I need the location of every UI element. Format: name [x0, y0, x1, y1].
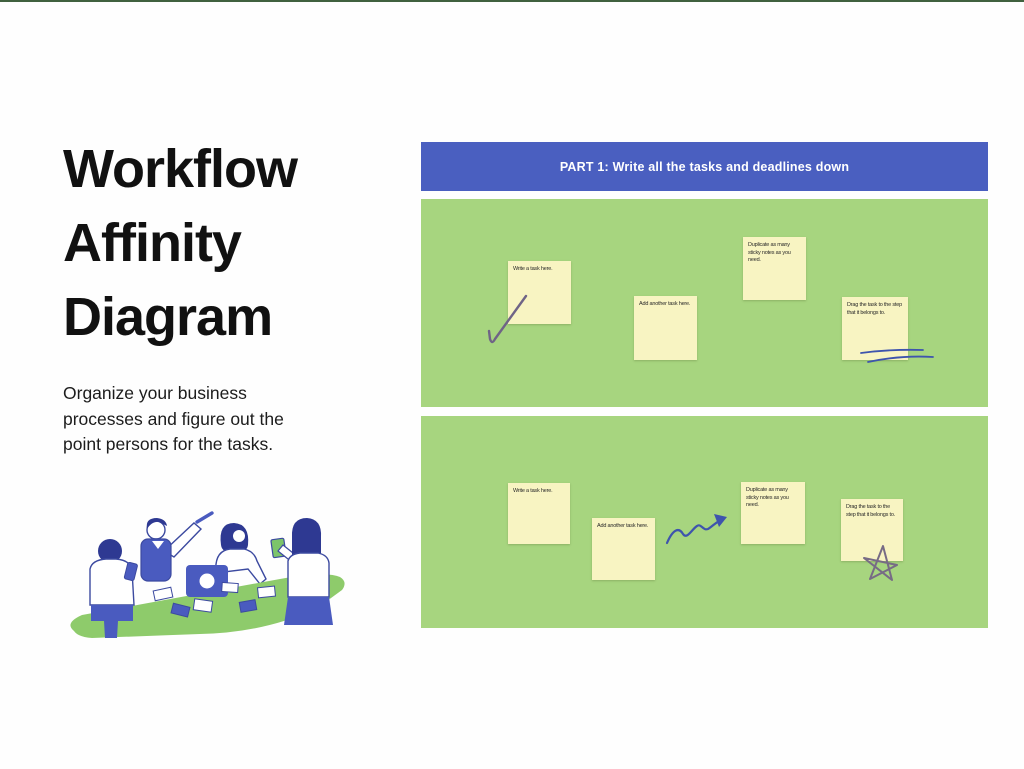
- part1-header-label: PART 1: Write all the tasks and deadline…: [559, 159, 850, 174]
- wavy-arrow-drawing: [665, 514, 727, 545]
- person-with-pen-icon: [140, 511, 214, 582]
- sticky-note[interactable]: Write a task here.: [508, 261, 571, 324]
- top-accent-line: [0, 0, 1024, 2]
- person-back-right-icon: [270, 518, 333, 625]
- page-title: Workflow Affinity Diagram: [63, 139, 298, 347]
- sticky-note[interactable]: Add another task here.: [592, 518, 655, 580]
- laptop-icon: [186, 565, 228, 597]
- sticky-note[interactable]: Add another task here.: [634, 296, 697, 360]
- sticky-note[interactable]: Drag the task to the step that it belong…: [842, 297, 908, 360]
- sticky-note[interactable]: Duplicate as many sticky notes as you ne…: [743, 237, 806, 300]
- sticky-note[interactable]: Duplicate as many sticky notes as you ne…: [741, 482, 805, 544]
- page-description: Organize your business processes and fig…: [63, 383, 284, 454]
- whiteboard-panel-2: Write a task here. Add another task here…: [421, 416, 988, 628]
- sticky-note[interactable]: Write a task here.: [508, 483, 570, 544]
- person-at-laptop-icon: [215, 523, 267, 585]
- part1-header-bar: PART 1: Write all the tasks and deadline…: [421, 142, 988, 191]
- person-back-left-icon: [89, 539, 138, 638]
- whiteboard-panel-1: Write a task here. Add another task here…: [421, 199, 988, 407]
- sticky-note[interactable]: Drag the task to the step that it belong…: [841, 499, 903, 561]
- team-collaboration-illustration: [70, 511, 345, 638]
